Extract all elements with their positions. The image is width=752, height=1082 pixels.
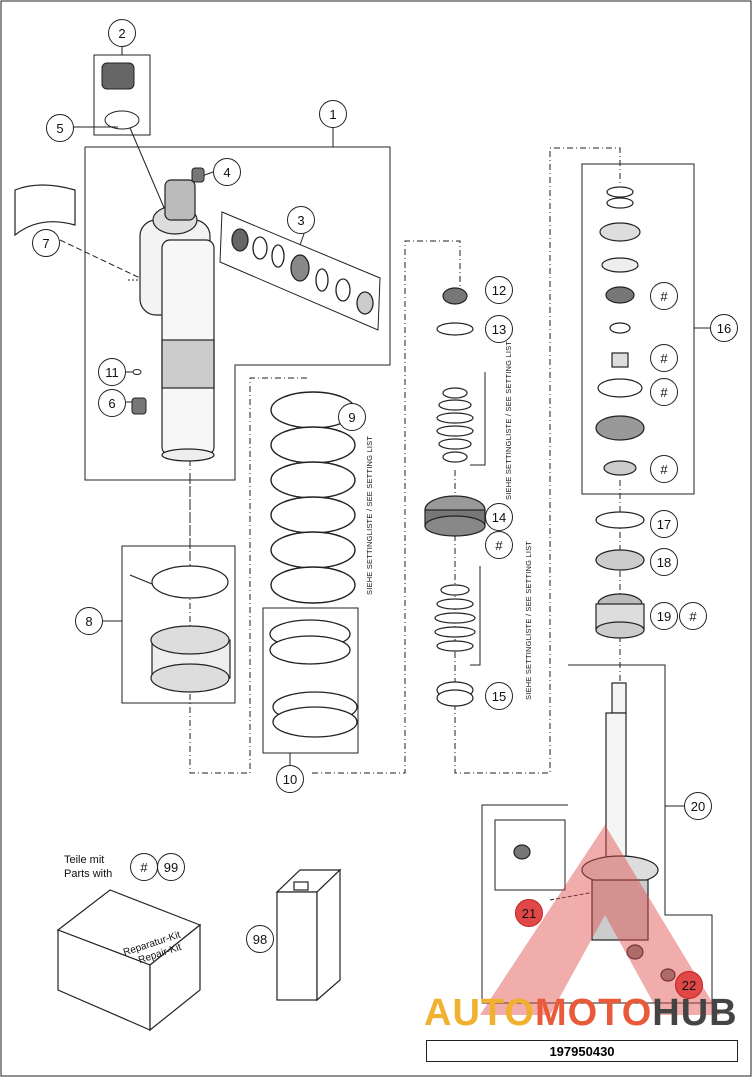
cover-7 <box>14 184 76 237</box>
shim-box-16 <box>581 163 695 495</box>
hash-callout-14: # <box>485 531 513 559</box>
valve-2 <box>101 62 140 130</box>
callout-99: 99 <box>157 853 185 881</box>
callout-11: 11 <box>98 358 126 386</box>
watermark-text: AUTOMOTOHUB <box>424 992 738 1035</box>
hash-callout-legend: # <box>130 853 158 881</box>
hash-callout-d: # <box>650 455 678 483</box>
shim-stack-16 <box>595 186 645 639</box>
rod-box-20 <box>481 664 713 1004</box>
assembly-box-1 <box>84 146 391 481</box>
detail-box-21 <box>494 819 566 891</box>
collar-8 <box>129 565 231 693</box>
hash-callout-b: # <box>650 344 678 372</box>
nut-box-8 <box>121 545 236 704</box>
callout-16: 16 <box>710 314 738 342</box>
watermark-part3: HUB <box>652 992 738 1034</box>
watermark-part2: MOTO <box>534 992 653 1034</box>
callout-98: 98 <box>246 925 274 953</box>
callout-7: 7 <box>32 229 60 257</box>
callout-20: 20 <box>684 792 712 820</box>
setting-list-label-spring: SIEHE SETTINGLISTE / SEE SETTING LIST <box>365 435 374 595</box>
parts-note-line1: Teile mit <box>64 854 105 866</box>
callout-4: 4 <box>213 158 241 186</box>
hash-callout-c: # <box>650 378 678 406</box>
watermark-triangle <box>480 825 720 1015</box>
callout-2: 2 <box>108 19 136 47</box>
repair-kit-box <box>56 889 202 1032</box>
part-number: 197950430 <box>549 1043 615 1059</box>
axis-line-2 <box>312 240 461 774</box>
damper-rod-20 <box>513 682 676 982</box>
seal-box-3 <box>219 211 381 331</box>
callout-19: 19 <box>650 602 678 630</box>
spring-9 <box>270 391 356 604</box>
callout-6: 6 <box>98 389 126 417</box>
hash-callout-a: # <box>650 282 678 310</box>
callout-21: 21 <box>515 899 543 927</box>
callout-8: 8 <box>75 607 103 635</box>
setting-list-label-lower: SIEHE SETTINGLISTE / SEE SETTING LIST <box>524 540 533 700</box>
callout-10: 10 <box>276 765 304 793</box>
seats-10 <box>269 619 358 738</box>
callout-5: 5 <box>46 114 74 142</box>
oil-can-98 <box>275 868 342 1002</box>
callout-17: 17 <box>650 510 678 538</box>
axis-line-3 <box>454 147 621 774</box>
shock-body <box>161 239 215 462</box>
shim-stack-column <box>424 287 486 707</box>
part-number-box: 197950430 <box>426 1040 738 1062</box>
callout-1: 1 <box>319 100 347 128</box>
callout-13: 13 <box>485 315 513 343</box>
parts-note-line2: Parts with <box>64 868 113 880</box>
seals-3 <box>231 228 374 315</box>
callout-14: 14 <box>485 503 513 531</box>
parts-note: Teile mit Parts with <box>64 853 112 881</box>
callout-22: 22 <box>675 971 703 999</box>
callout-15: 15 <box>485 682 513 710</box>
hash-callout-19: # <box>679 602 707 630</box>
callout-12: 12 <box>485 276 513 304</box>
setting-list-label-upper: SIEHE SETTINGLISTE / SEE SETTING LIST <box>504 340 513 500</box>
callout-3: 3 <box>287 206 315 234</box>
watermark-part1: AUTO <box>424 992 535 1034</box>
callout-9: 9 <box>338 403 366 431</box>
seat-box-10 <box>262 607 359 754</box>
callout-18: 18 <box>650 548 678 576</box>
